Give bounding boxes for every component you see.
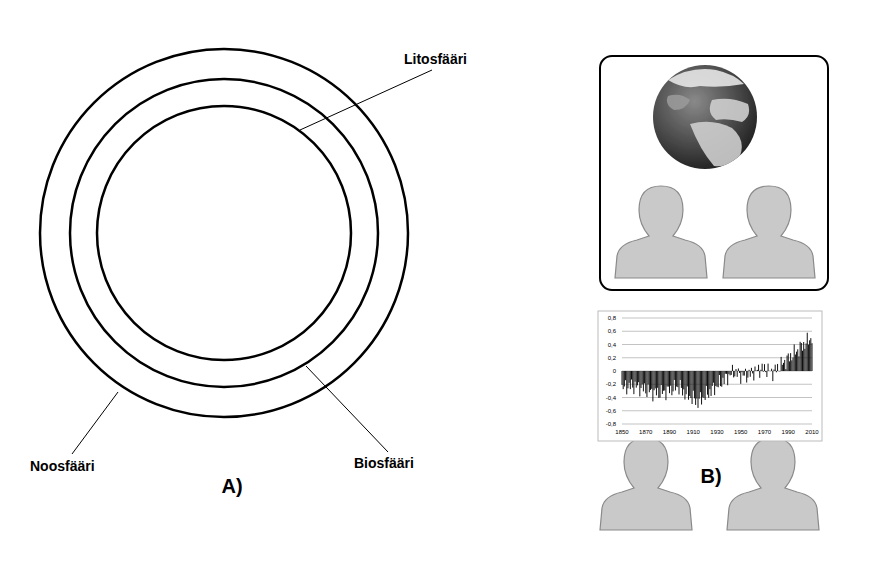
part-label: B) [700,466,721,486]
person-silhouette [723,186,815,278]
person-silhouettes [600,186,819,530]
globe [653,65,757,169]
axis-tick-label: 1890 [663,429,676,435]
axis-tick-label: 0,6 [608,328,616,334]
axis-tick-label: 1930 [710,429,723,435]
axis-tick-label: -0,6 [606,408,616,414]
axis-tick-label: 0,8 [608,315,616,321]
temperature-chart [598,311,822,441]
axis-tick-label: 1990 [782,429,795,435]
axis-tick-label: 2010 [805,429,818,435]
person-silhouette [615,186,707,278]
part-label: Biosfääri [354,456,414,470]
leader-lines [72,70,432,454]
person-silhouette [600,438,692,530]
part-label: Litosfääri [404,52,467,66]
axis-tick-label: -0,4 [606,395,616,401]
axis-tick-label: -0,2 [606,381,616,387]
axis-tick-label: 1910 [687,429,700,435]
person-silhouette [727,438,819,530]
axis-tick-label: 1850 [615,429,628,435]
part-label: Noosfääri [30,459,95,473]
part-label: A) [221,476,242,496]
panel-frame [600,56,828,290]
axis-tick-label: 0 [613,368,616,374]
axis-tick-label: 0,2 [608,355,616,361]
axis-tick-label: -0,8 [606,421,616,427]
axis-tick-label: 0,4 [608,342,616,348]
axis-tick-label: 1950 [734,429,747,435]
axis-tick-label: 1970 [758,429,771,435]
sphere-rings [40,49,408,417]
axis-tick-label: 1870 [639,429,652,435]
